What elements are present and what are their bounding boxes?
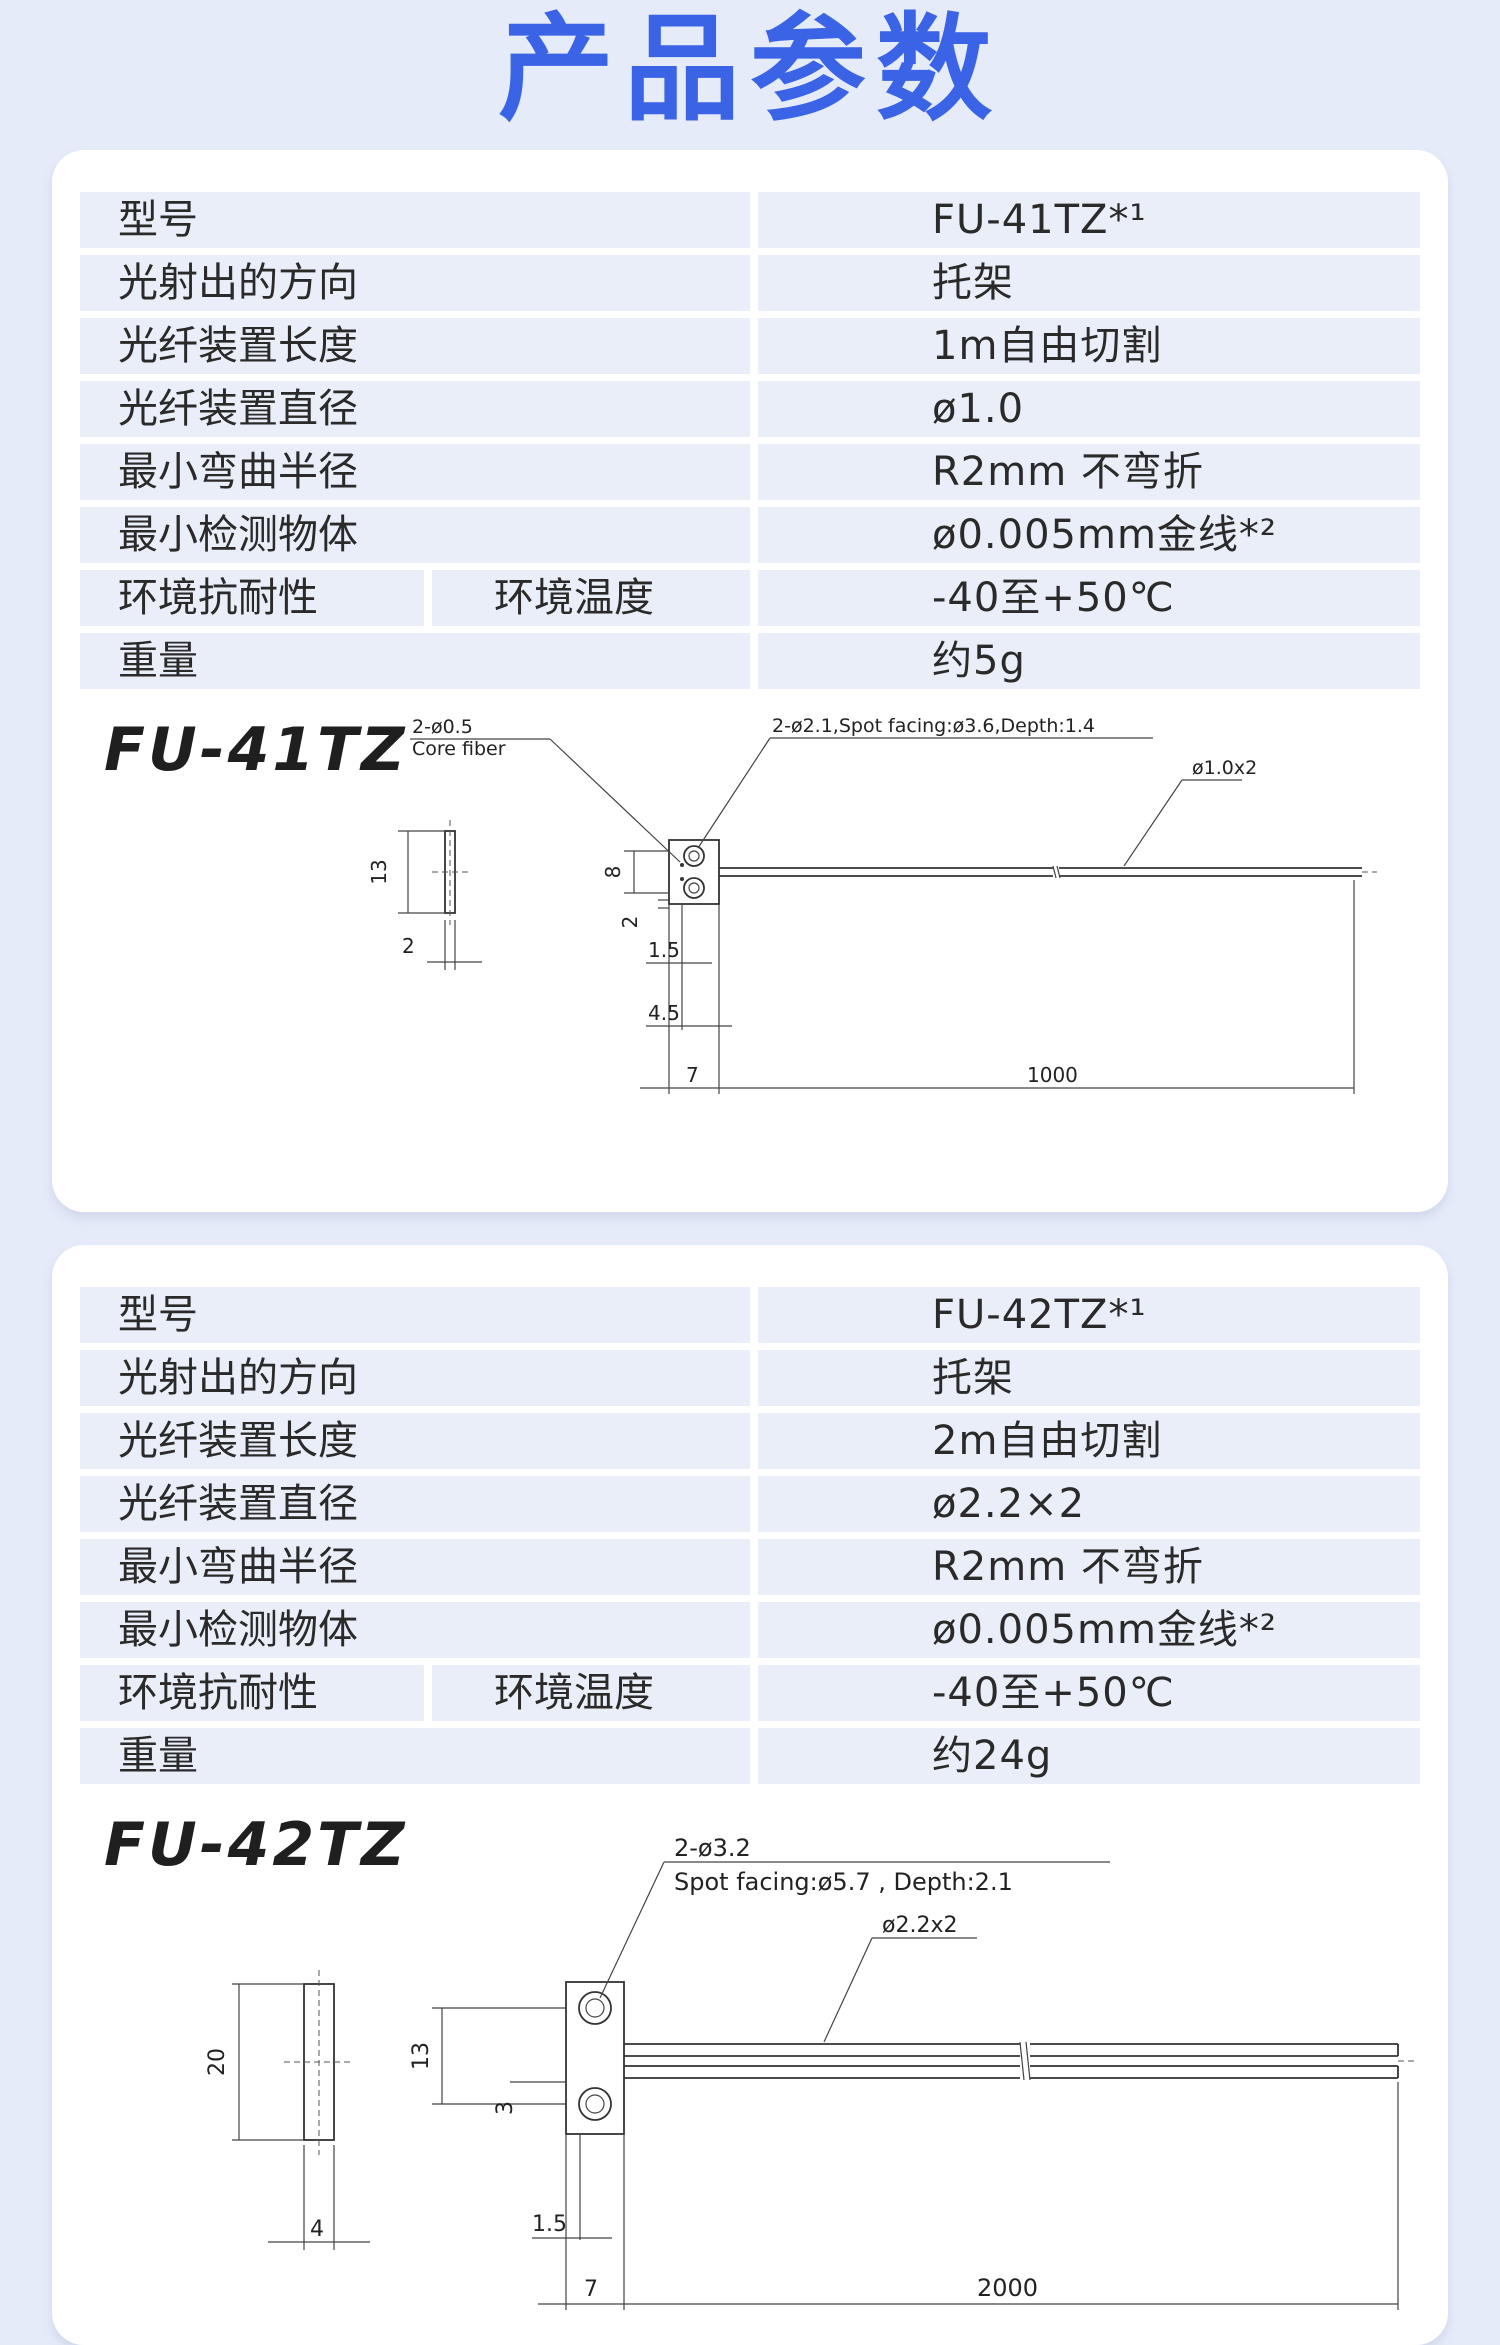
dim-b-label: 4.5: [648, 1001, 680, 1025]
row-value: 1m自由切割: [758, 318, 1420, 374]
table-row: 重量 约5g: [80, 633, 1420, 689]
hole-label: 2-ø2.1,Spot facing:ø3.6,Depth:1.4: [772, 715, 1095, 737]
row-value: ø0.005mm金线*²: [758, 507, 1420, 563]
table-row: 光纤装置长度 2m自由切割: [80, 1413, 1420, 1469]
dim-a-label: 1.5: [532, 2212, 567, 2237]
page-title: 产品参数: [498, 2, 1002, 137]
dim-length-label: 1000: [1027, 1063, 1078, 1087]
row-label: 环境抗耐性: [80, 1665, 424, 1721]
hole-label: 2-ø3.2: [674, 1834, 751, 1862]
table-row: 光纤装置直径 ø1.0: [80, 381, 1420, 437]
model-title: FU-41TZ: [104, 715, 408, 785]
row-value: -40至+50℃: [758, 570, 1420, 626]
dimension-drawing: 20 4 2-ø3.2 Spot facing:ø5.7 , Depth:2.1…: [205, 1834, 1414, 2310]
product-card-fu-41tz: 型号 FU-41TZ*¹ 光射出的方向 托架 光纤装置长度 1m自由切割 光纤装…: [52, 150, 1448, 1212]
product-card-fu-42tz: 型号 FU-42TZ*¹ 光射出的方向 托架 光纤装置长度 2m自由切割 光纤装…: [52, 1245, 1448, 2345]
table-row: 光纤装置长度 1m自由切割: [80, 318, 1420, 374]
hole-label-2: Spot facing:ø5.7 , Depth:2.1: [674, 1868, 1013, 1896]
row-value: 托架: [758, 255, 1420, 311]
dim-height-label: 20: [205, 2048, 230, 2076]
row-value: ø2.2×2: [758, 1476, 1420, 1532]
row-label: 光射出的方向: [80, 255, 750, 311]
dim-a-label: 1.5: [648, 938, 680, 962]
dim-width-label: 4: [310, 2217, 324, 2242]
row-value: 2m自由切割: [758, 1413, 1420, 1469]
table-row: 环境抗耐性 环境温度 -40至+50℃: [80, 1665, 1420, 1721]
fiber-diameter-label: ø2.2x2: [882, 1913, 957, 1938]
table-row: 光射出的方向 托架: [80, 255, 1420, 311]
dim-offset-label: 2: [618, 916, 642, 929]
row-label: 型号: [80, 192, 750, 248]
dim-block-label: 7: [686, 1063, 699, 1087]
row-label: 重量: [80, 633, 750, 689]
table-row: 重量 约24g: [80, 1728, 1420, 1784]
row-label: 最小检测物体: [80, 507, 750, 563]
row-label: 光纤装置直径: [80, 1476, 750, 1532]
row-value: FU-42TZ*¹: [758, 1287, 1420, 1343]
dim-length-label: 2000: [977, 2274, 1038, 2302]
mount-hole: [683, 877, 705, 899]
row-value: ø0.005mm金线*²: [758, 1602, 1420, 1658]
fiber-diameter-label: ø1.0x2: [1192, 757, 1257, 779]
row-label: 最小弯曲半径: [80, 444, 750, 500]
row-value: R2mm 不弯折: [758, 1539, 1420, 1595]
table-row: 最小检测物体 ø0.005mm金线*²: [80, 507, 1420, 563]
mount-hole: [683, 845, 705, 867]
table-row: 环境抗耐性 环境温度 -40至+50℃: [80, 570, 1420, 626]
mount-hole: [578, 1991, 612, 2025]
core-fiber-label-2: Core fiber: [412, 738, 506, 760]
table-row: 光射出的方向 托架: [80, 1350, 1420, 1406]
row-label: 光纤装置长度: [80, 318, 750, 374]
dim-pitch-label: 13: [409, 2042, 434, 2070]
row-label: 光纤装置直径: [80, 381, 750, 437]
row-value: ø1.0: [758, 381, 1420, 437]
dim-width-label: 2: [402, 934, 415, 958]
dimension-drawing: 13 2 2-ø0.5 Core fiber 2-ø2.1,Spot facin…: [367, 715, 1377, 1094]
table-row: 型号 FU-41TZ*¹: [80, 192, 1420, 248]
row-label: 光射出的方向: [80, 1350, 750, 1406]
model-title: FU-42TZ: [104, 1810, 408, 1880]
row-label: 最小弯曲半径: [80, 1539, 750, 1595]
row-label: 环境抗耐性: [80, 570, 424, 626]
row-label: 型号: [80, 1287, 750, 1343]
row-value: 约5g: [758, 633, 1420, 689]
table-row: 最小弯曲半径 R2mm 不弯折: [80, 1539, 1420, 1595]
dim-block-label: 7: [584, 2277, 598, 2302]
row-value: FU-41TZ*¹: [758, 192, 1420, 248]
row-label: 最小检测物体: [80, 1602, 750, 1658]
row-value: -40至+50℃: [758, 1665, 1420, 1721]
dim-height-label: 13: [367, 859, 391, 884]
table-row: 最小检测物体 ø0.005mm金线*²: [80, 1602, 1420, 1658]
dim-pitch-label: 8: [601, 866, 625, 879]
table-row: 光纤装置直径 ø2.2×2: [80, 1476, 1420, 1532]
row-sublabel: 环境温度: [432, 570, 750, 626]
row-label: 光纤装置长度: [80, 1413, 750, 1469]
row-label: 重量: [80, 1728, 750, 1784]
table-row: 型号 FU-42TZ*¹: [80, 1287, 1420, 1343]
row-value: R2mm 不弯折: [758, 444, 1420, 500]
bracket-block: [565, 1981, 625, 2135]
dim-offset-label: 3: [493, 2101, 518, 2115]
mount-hole: [578, 2087, 612, 2121]
core-fiber-label: 2-ø0.5: [412, 716, 473, 738]
row-value: 托架: [758, 1350, 1420, 1406]
table-row: 最小弯曲半径 R2mm 不弯折: [80, 444, 1420, 500]
row-sublabel: 环境温度: [432, 1665, 750, 1721]
bracket-block: [668, 839, 720, 905]
row-value: 约24g: [758, 1728, 1420, 1784]
